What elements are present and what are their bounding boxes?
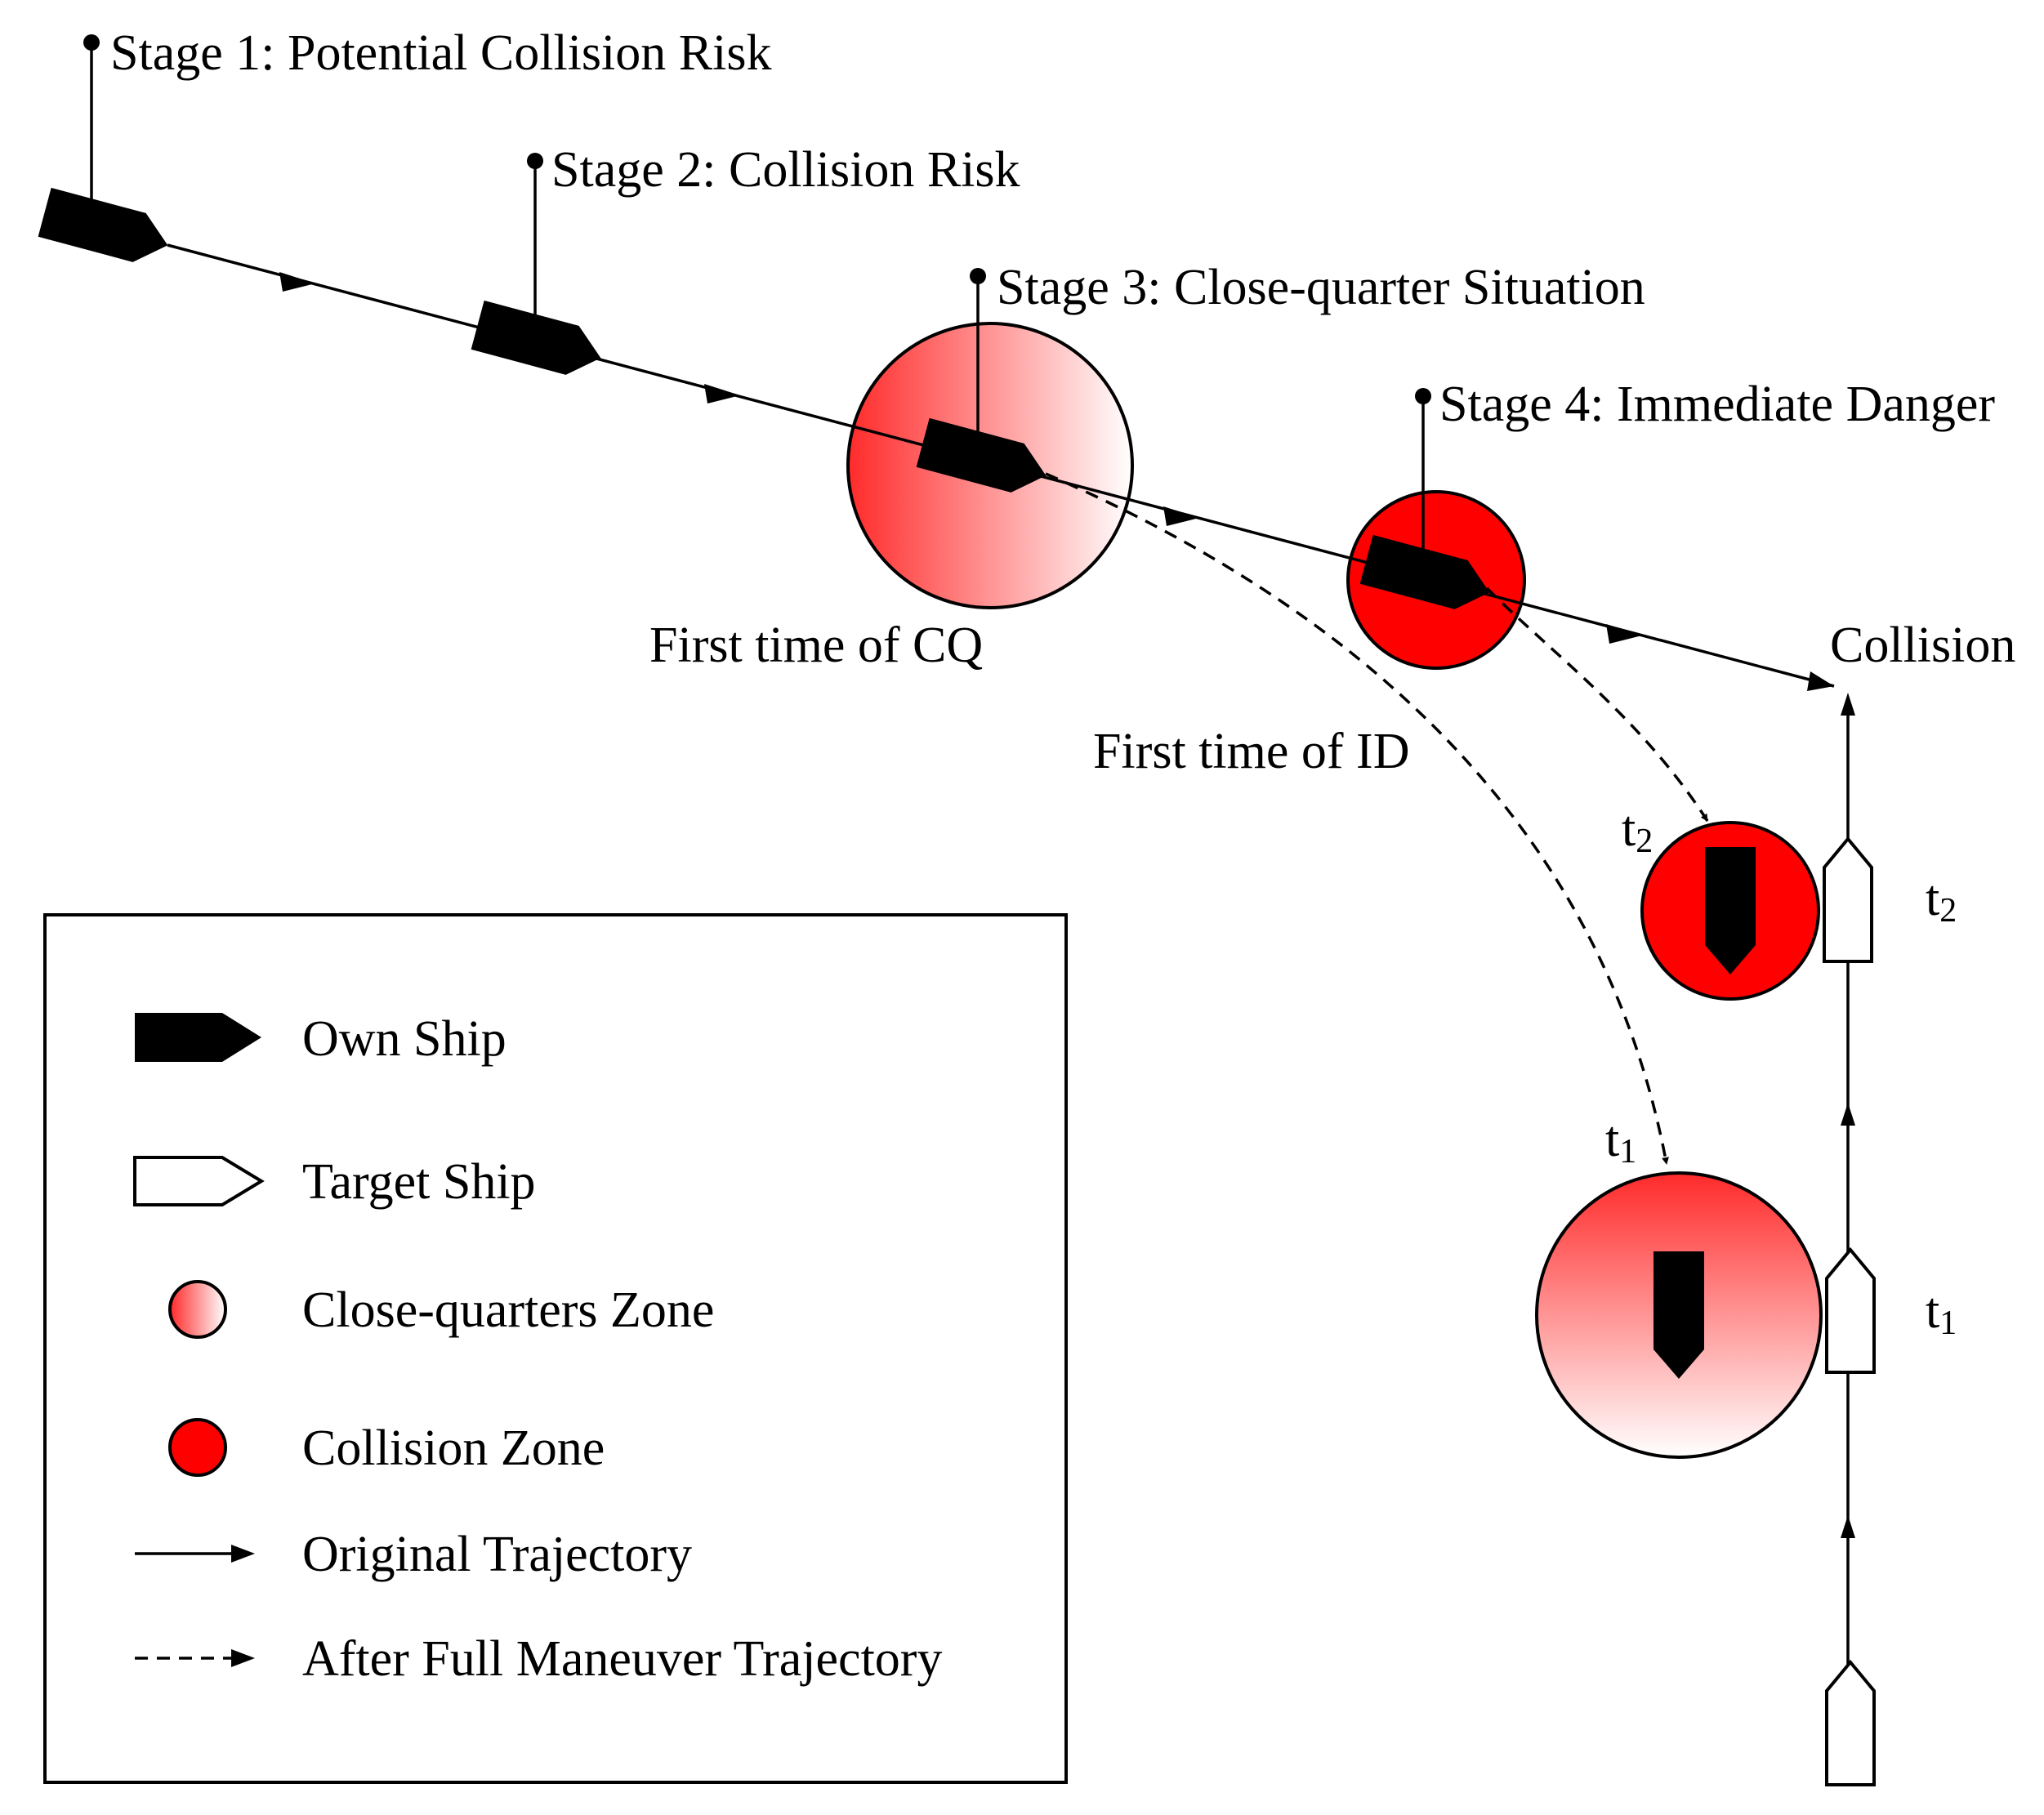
stage-1-label: Stage 1: Potential Collision Risk [110,25,771,81]
time-label-t1-left: t1 [1605,1112,1636,1171]
time-label-t2-right: t2 [1926,871,1957,930]
maneuver-trajectory-from-cq [1045,472,1669,1165]
stage-4-label: Stage 4: Immediate Danger [1439,377,1995,432]
legend-collision-zone-icon [168,1418,227,1477]
target-ship-icon [1825,1659,1876,1786]
target-arrowhead [1841,693,1855,716]
collision-label: Collision [1830,618,2015,673]
target-arrowhead [1841,1515,1855,1538]
legend-original-arrowhead [231,1545,255,1563]
stage-3-label: Stage 3: Close-quarter Situation [997,260,1645,315]
first-id-label: First time of ID [1093,724,1409,779]
target-ship-icon [1825,1246,1876,1374]
legend-maneuver-arrowhead [231,1649,255,1667]
trajectory-arrowhead [279,272,315,292]
stage-3-pin [970,268,986,441]
legend-maneuver-trajectory-label: After Full Maneuver Trajectory [302,1631,942,1687]
legend-original-trajectory-label: Original Trajectory [302,1527,692,1582]
own-ship-icon [38,187,168,262]
own-ship-icon [1705,847,1756,974]
legend-target-ship-icon [133,1156,265,1206]
own-ship-icon [1359,534,1490,609]
legend-own-ship-icon [135,1013,261,1062]
stage-2-pin [527,153,543,314]
trajectory-arrowhead [1606,624,1642,644]
own-ship-icon [916,417,1047,493]
stage-2-label: Stage 2: Collision Risk [551,142,1020,198]
target-ship-icon [1823,836,1873,963]
maneuver-trajectory-from-id [1485,586,1709,822]
trajectory-arrowhead [1163,506,1199,526]
stage-1-pin [83,34,100,200]
legend-target-ship-label: Target Ship [302,1154,536,1210]
first-cq-label: First time of CQ [649,618,983,673]
time-label-t2-left: t2 [1622,801,1653,860]
time-label-t1-right: t1 [1926,1283,1957,1342]
target-arrowhead [1841,1103,1855,1126]
collision-arrowhead [1807,671,1834,691]
legend: Own Ship Target Ship Close-quarters Zone… [43,913,1068,1784]
stage-4-pin [1415,388,1431,555]
own-ship-icon [471,300,601,375]
legend-collision-zone-label: Collision Zone [302,1420,605,1476]
legend-cq-zone-icon [168,1280,227,1339]
legend-own-ship-label: Own Ship [302,1011,507,1067]
legend-cq-zone-label: Close-quarters Zone [302,1282,714,1338]
trajectory-arrowhead [704,384,740,404]
own-ship-icon [1653,1251,1704,1379]
